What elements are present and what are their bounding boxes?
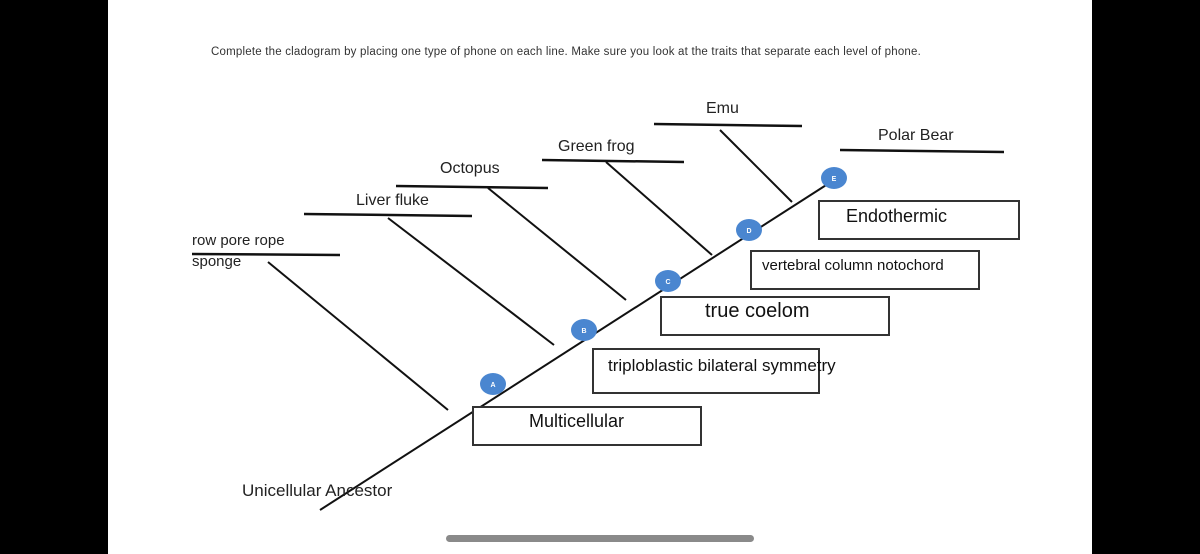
- label-sponge-top: row pore rope: [192, 232, 285, 249]
- instructions-text: Complete the cladogram by placing one ty…: [211, 46, 922, 58]
- label-polar-bear: Polar Bear: [878, 127, 954, 144]
- answer-line-emu[interactable]: [653, 122, 803, 128]
- node-letter: E: [832, 176, 837, 183]
- trait-box-multicellular[interactable]: Multicellular: [472, 406, 702, 446]
- label-liver-fluke: Liver fluke: [356, 192, 429, 209]
- node-letter: D: [746, 228, 751, 235]
- scrollbar[interactable]: [446, 535, 754, 542]
- node-letter: B: [581, 328, 586, 335]
- trait-text-vertebral: vertebral column notochord: [762, 257, 944, 274]
- trait-box-vertebral[interactable]: vertebral column notochord: [750, 250, 980, 290]
- branch-green-frog: [605, 161, 713, 256]
- label-ancestor: Unicellular Ancestor: [242, 481, 393, 500]
- answer-line-polar-bear[interactable]: [839, 148, 1005, 154]
- label-green-frog: Green frog: [558, 138, 635, 155]
- trait-box-true-coelom[interactable]: true coelom: [660, 296, 890, 336]
- trait-text-triploblastic: triploblastic bilateral symmetry: [608, 356, 836, 375]
- node-letter: C: [665, 279, 670, 286]
- branch-liver-fluke: [387, 217, 555, 346]
- answer-line-sponge[interactable]: [191, 252, 341, 257]
- answer-line-liver-fluke[interactable]: [303, 212, 473, 218]
- label-emu: Emu: [706, 100, 739, 117]
- worksheet-page: Complete the cladogram by placing one ty…: [108, 0, 1092, 554]
- node-e: E: [821, 167, 847, 189]
- node-b: B: [571, 319, 597, 341]
- cladogram-lines: A B C D E: [191, 122, 1005, 511]
- branch-octopus: [487, 187, 627, 301]
- branch-sponge: [267, 261, 449, 411]
- node-d: D: [736, 219, 762, 241]
- answer-line-octopus[interactable]: [395, 184, 549, 190]
- trait-text-true-coelom: true coelom: [705, 300, 810, 322]
- node-letter: A: [490, 382, 495, 389]
- trait-text-endothermic: Endothermic: [846, 206, 948, 226]
- trait-box-endothermic[interactable]: Endothermic: [818, 200, 1020, 240]
- trait-box-triploblastic[interactable]: triploblastic bilateral symmetry: [592, 348, 836, 394]
- branch-emu: [719, 129, 793, 203]
- trait-text-multicellular: Multicellular: [529, 411, 625, 431]
- answer-line-green-frog[interactable]: [541, 158, 685, 164]
- label-octopus: Octopus: [440, 160, 500, 177]
- node-a: A: [480, 373, 506, 395]
- label-sponge: sponge: [192, 253, 242, 270]
- node-c: C: [655, 270, 681, 292]
